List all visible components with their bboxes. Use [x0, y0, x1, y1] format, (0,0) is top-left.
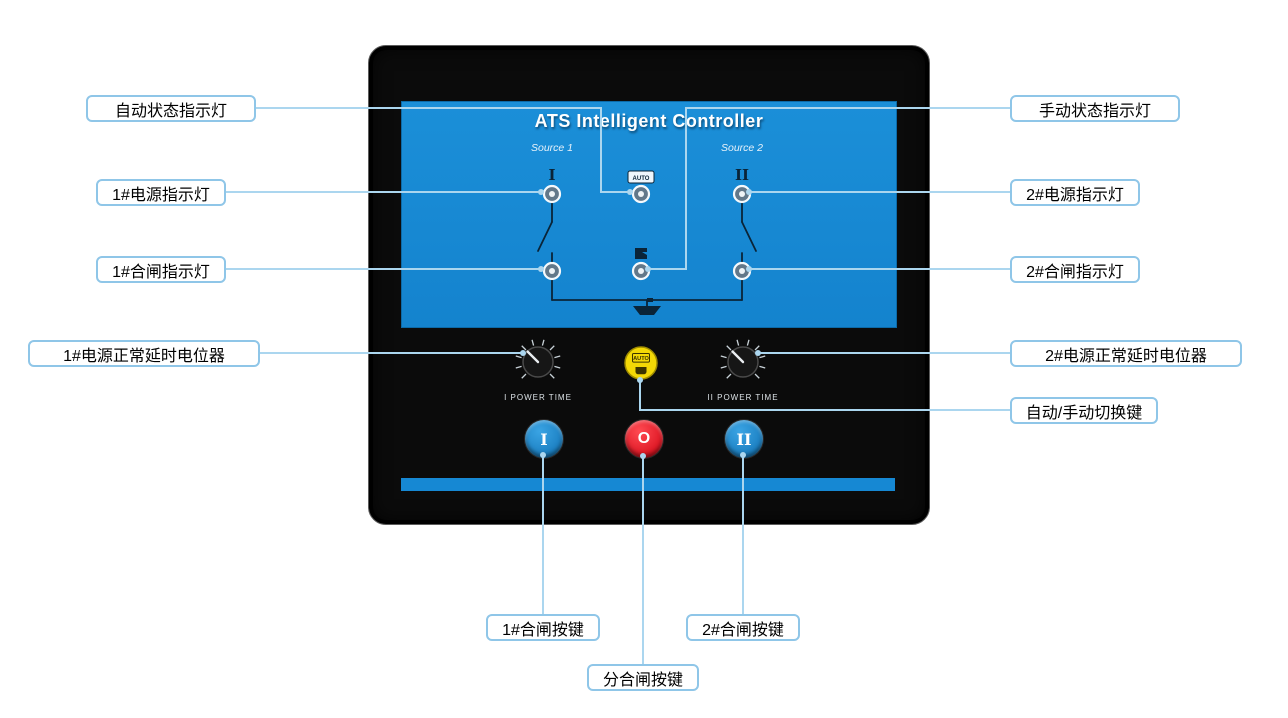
- source2-label: Source 2: [721, 142, 763, 154]
- callout-close2-indicator: 2#合闸指示灯: [1010, 256, 1140, 283]
- device-screen: Source 1 Source 2 I II: [401, 101, 897, 328]
- close2-button-label: II: [736, 429, 752, 449]
- open-close-button[interactable]: O: [625, 420, 663, 458]
- close2-button[interactable]: II: [725, 420, 763, 458]
- callout-auto-status-indicator: 自动状态指示灯: [86, 95, 256, 122]
- knob1-caption: I POWER TIME: [504, 393, 572, 402]
- auto-indicator-text: AUTO: [633, 176, 650, 182]
- power1-indicator-light: [542, 184, 562, 204]
- circuit-mimic-diagram: Source 1 Source 2 I II: [531, 142, 763, 315]
- power2-indicator-light: [732, 184, 752, 204]
- source1-label: Source 1: [531, 142, 573, 154]
- bottom-blue-strip: [401, 478, 895, 491]
- yellow-button-text: AUTO: [633, 356, 649, 362]
- callout-power2-indicator: 2#电源指示灯: [1010, 179, 1140, 206]
- auto-manual-switch-button[interactable]: AUTO: [621, 343, 661, 383]
- ats-controller-device: Source 1 Source 2 I II: [368, 45, 930, 525]
- callout-power2-delay-pot: 2#电源正常延时电位器: [1010, 340, 1242, 367]
- callout-auto-manual-switch: 自动/手动切换键: [1010, 397, 1158, 424]
- knob-pointer: [731, 350, 745, 364]
- callout-open-close-button: 分合闸按键: [587, 664, 699, 691]
- auto-indicator-box: AUTO: [627, 170, 655, 184]
- source2-mark: II: [735, 166, 749, 184]
- power2-delay-knob[interactable]: II POWER TIME: [695, 332, 791, 408]
- callout-power1-indicator: 1#电源指示灯: [96, 179, 226, 206]
- open-close-button-label: O: [637, 430, 651, 447]
- knob-tick-marks: [515, 339, 561, 379]
- manual-hand-icon: [635, 248, 647, 259]
- callout-close2-button: 2#合闸按键: [686, 614, 800, 641]
- power1-delay-knob[interactable]: I POWER TIME: [490, 332, 586, 408]
- hand-icon: [635, 367, 647, 375]
- knob-tick-marks: [720, 339, 766, 379]
- close1-button[interactable]: I: [525, 420, 563, 458]
- callout-power1-delay-pot: 1#电源正常延时电位器: [28, 340, 260, 367]
- callout-close1-indicator: 1#合闸指示灯: [96, 256, 226, 283]
- circuit-lines: [537, 202, 757, 307]
- manual-status-indicator-light: [631, 261, 651, 281]
- auto-status-indicator-light: [631, 184, 651, 204]
- source1-mark: I: [548, 166, 555, 184]
- close2-indicator-light: [732, 261, 752, 281]
- close1-indicator-light: [542, 261, 562, 281]
- callout-close1-button: 1#合闸按键: [486, 614, 600, 641]
- load-icon: [633, 298, 661, 315]
- callout-manual-status-indicator: 手动状态指示灯: [1010, 95, 1180, 122]
- screen-title: ATS Intelligent Controller: [534, 111, 764, 131]
- knob-pointer: [526, 350, 540, 364]
- knob2-caption: II POWER TIME: [707, 393, 778, 402]
- close1-button-label: I: [540, 429, 548, 449]
